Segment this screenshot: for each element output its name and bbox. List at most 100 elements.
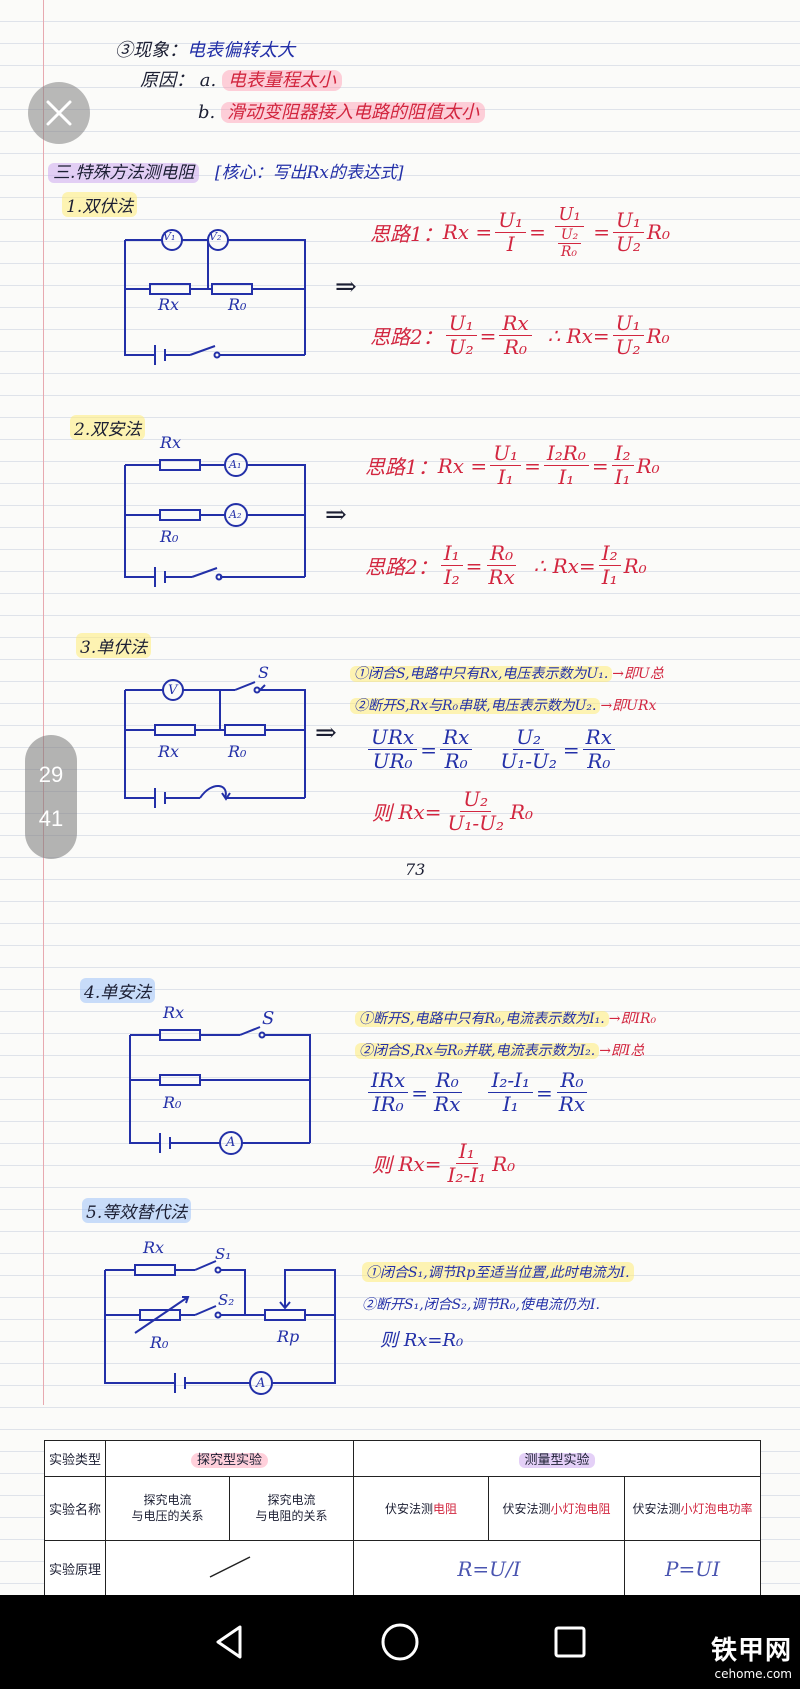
experiment-table: 实验类型 探究型实验 测量型实验 实验名称 探究电流与电压的关系 探究电流与电阻…: [44, 1440, 761, 1595]
table-cell: 伏安法测小灯泡电阻: [488, 1476, 625, 1541]
phenomenon-text: 电表偏转太大: [187, 40, 295, 61]
table-cell: 伏安法测小灯泡电功率: [624, 1476, 761, 1541]
table-cell: 实验类型: [44, 1440, 106, 1477]
reason-a-text: 电表量程太小: [221, 70, 342, 91]
table-cell: 探究电流与电压的关系: [105, 1476, 230, 1541]
watermark-cn: 铁甲网: [710, 1636, 792, 1666]
page-indicator[interactable]: 29 41: [25, 735, 77, 859]
implies-arrow: ⇒: [335, 272, 357, 302]
method3-voltmeter-label: V: [168, 683, 178, 698]
method3-switch-label: S: [258, 663, 269, 682]
explore-header: 探究型实验: [190, 1453, 268, 1468]
system-nav-bar: [0, 1595, 800, 1689]
method4-switch-label: S: [262, 1008, 275, 1029]
formula-r: R=U/I: [353, 1540, 625, 1595]
method5-rp-label: Rp: [277, 1327, 300, 1346]
method3-title: 3.单伏法: [76, 633, 152, 658]
method1-title: 1.双伏法: [62, 192, 138, 217]
method5-result: 则 Rx=R₀: [380, 1330, 464, 1351]
table-cell: 伏安法测电阻: [353, 1476, 489, 1541]
method4-title: 4.单安法: [80, 978, 156, 1003]
method2-r0-label: R₀: [160, 527, 179, 546]
method5-ammeter-label: A: [256, 1376, 266, 1391]
phenomenon-line: ③现象：电表偏转太大: [115, 36, 295, 62]
method2-implies-arrow: ⇒: [325, 500, 347, 530]
reason-a-marker: a.: [199, 70, 217, 91]
method5-step1: ①闭合S₁,调节Rp至适当位置,此时电流为I.: [362, 1262, 634, 1282]
table-cell: [105, 1540, 354, 1595]
margin-line: [43, 0, 44, 1405]
table-cell: 实验名称: [44, 1476, 106, 1541]
close-icon: [46, 100, 72, 126]
section-title: 三.特殊方法测电阻: [48, 163, 200, 183]
measure-header: 测量型实验: [519, 1453, 595, 1468]
idea2-label: 思路2：: [370, 325, 443, 349]
reason-line-b: b. 滑动变阻器接入电路的阻值太小: [198, 98, 485, 124]
table-row: 实验原理 R=U/I P=UI: [44, 1540, 761, 1595]
voltmeter-v1-label: V₁: [163, 230, 176, 243]
pencil-stroke: [209, 1555, 250, 1578]
page-total: 41: [38, 806, 64, 831]
method5-s2-label: S₂: [218, 1291, 235, 1309]
table-row: 实验名称 探究电流与电压的关系 探究电流与电阻的关系 伏安法测电阻 伏安法测小灯…: [44, 1476, 761, 1541]
method2-rx-label: Rx: [160, 433, 182, 452]
page-current: 29: [38, 762, 64, 787]
method5-step2: ②断开S₁,闭合S₂,调节R₀,使电流仍为I.: [362, 1297, 600, 1313]
phenomenon-label: ③现象：: [115, 40, 187, 61]
table-cell: 探究电流与电阻的关系: [229, 1476, 354, 1541]
method5-title: 5.等效替代法: [82, 1198, 192, 1223]
ammeter-a1-label: A₁: [229, 458, 242, 471]
watermark: 铁甲网 cehome.com: [711, 1630, 792, 1681]
reason-b-text: 滑动变阻器接入电路的阻值太小: [220, 102, 485, 123]
method5-s1-label: S₁: [215, 1245, 232, 1263]
recents-button[interactable]: [545, 1617, 595, 1667]
back-button[interactable]: [205, 1617, 255, 1667]
method3-step1: ①闭合S,电路中只有Rx,电压表示数为U₁.→即U总: [350, 663, 664, 683]
page-number: 73: [405, 860, 426, 879]
voltmeter-v2-label: V₂: [209, 230, 222, 243]
method4-step1: ①断开S,电路中只有R₀,电流表示数为I₁.→即IR₀: [355, 1008, 656, 1028]
method4-r0-label: R₀: [163, 1093, 182, 1112]
resistor-r0-label: R₀: [228, 295, 247, 314]
table-row: 实验类型 探究型实验 测量型实验: [44, 1440, 761, 1477]
method3-implies-arrow: ⇒: [315, 718, 337, 748]
formula-p: P=UI: [624, 1540, 761, 1595]
method3-step2: ②断开S,Rx与R₀串联,电压表示数为U₂.→即URx: [350, 695, 656, 715]
method4-ammeter-label: A: [226, 1135, 236, 1150]
home-circle-icon: [381, 1623, 419, 1661]
method5-circuit: [104, 1260, 336, 1395]
resistor-rx-label: Rx: [158, 295, 180, 314]
home-button[interactable]: [375, 1617, 425, 1667]
reason-label: 原因：: [140, 70, 194, 91]
section-title-line: 三.特殊方法测电阻 [核心：写出Rx的表达式]: [48, 158, 403, 183]
watermark-en: cehome.com: [714, 1667, 792, 1681]
rx-symbol: Rx: [442, 220, 470, 245]
method1-circuit: [124, 229, 306, 365]
method3-r0-label: R₀: [228, 742, 247, 761]
notebook-page: ③现象：电表偏转太大 原因： a. 电表量程太小 b. 滑动变阻器接入电路的阻值…: [0, 0, 800, 1595]
recents-square-icon: [554, 1626, 586, 1658]
method3-rx-label: Rx: [158, 742, 180, 761]
idea1-label: 思路1：: [370, 221, 443, 246]
reason-b-marker: b.: [198, 102, 216, 123]
back-triangle-icon: [216, 1625, 242, 1659]
ammeter-a2-label: A₂: [229, 508, 242, 521]
section-note: [核心：写出Rx的表达式]: [214, 163, 404, 183]
table-cell: 实验原理: [44, 1540, 106, 1595]
method4-step2: ②闭合S,Rx与R₀并联,电流表示数为I₂.→即I总: [355, 1040, 644, 1060]
method2-circuit: [124, 453, 306, 587]
close-button[interactable]: [28, 82, 90, 144]
method2-title: 2.双安法: [70, 415, 146, 440]
reason-line-a: 原因： a. 电表量程太小: [140, 66, 342, 92]
method4-rx-label: Rx: [163, 1003, 185, 1022]
method3-circuit: [124, 679, 306, 808]
method4-circuit: [129, 1026, 311, 1155]
method5-r0-label: R₀: [150, 1333, 169, 1352]
